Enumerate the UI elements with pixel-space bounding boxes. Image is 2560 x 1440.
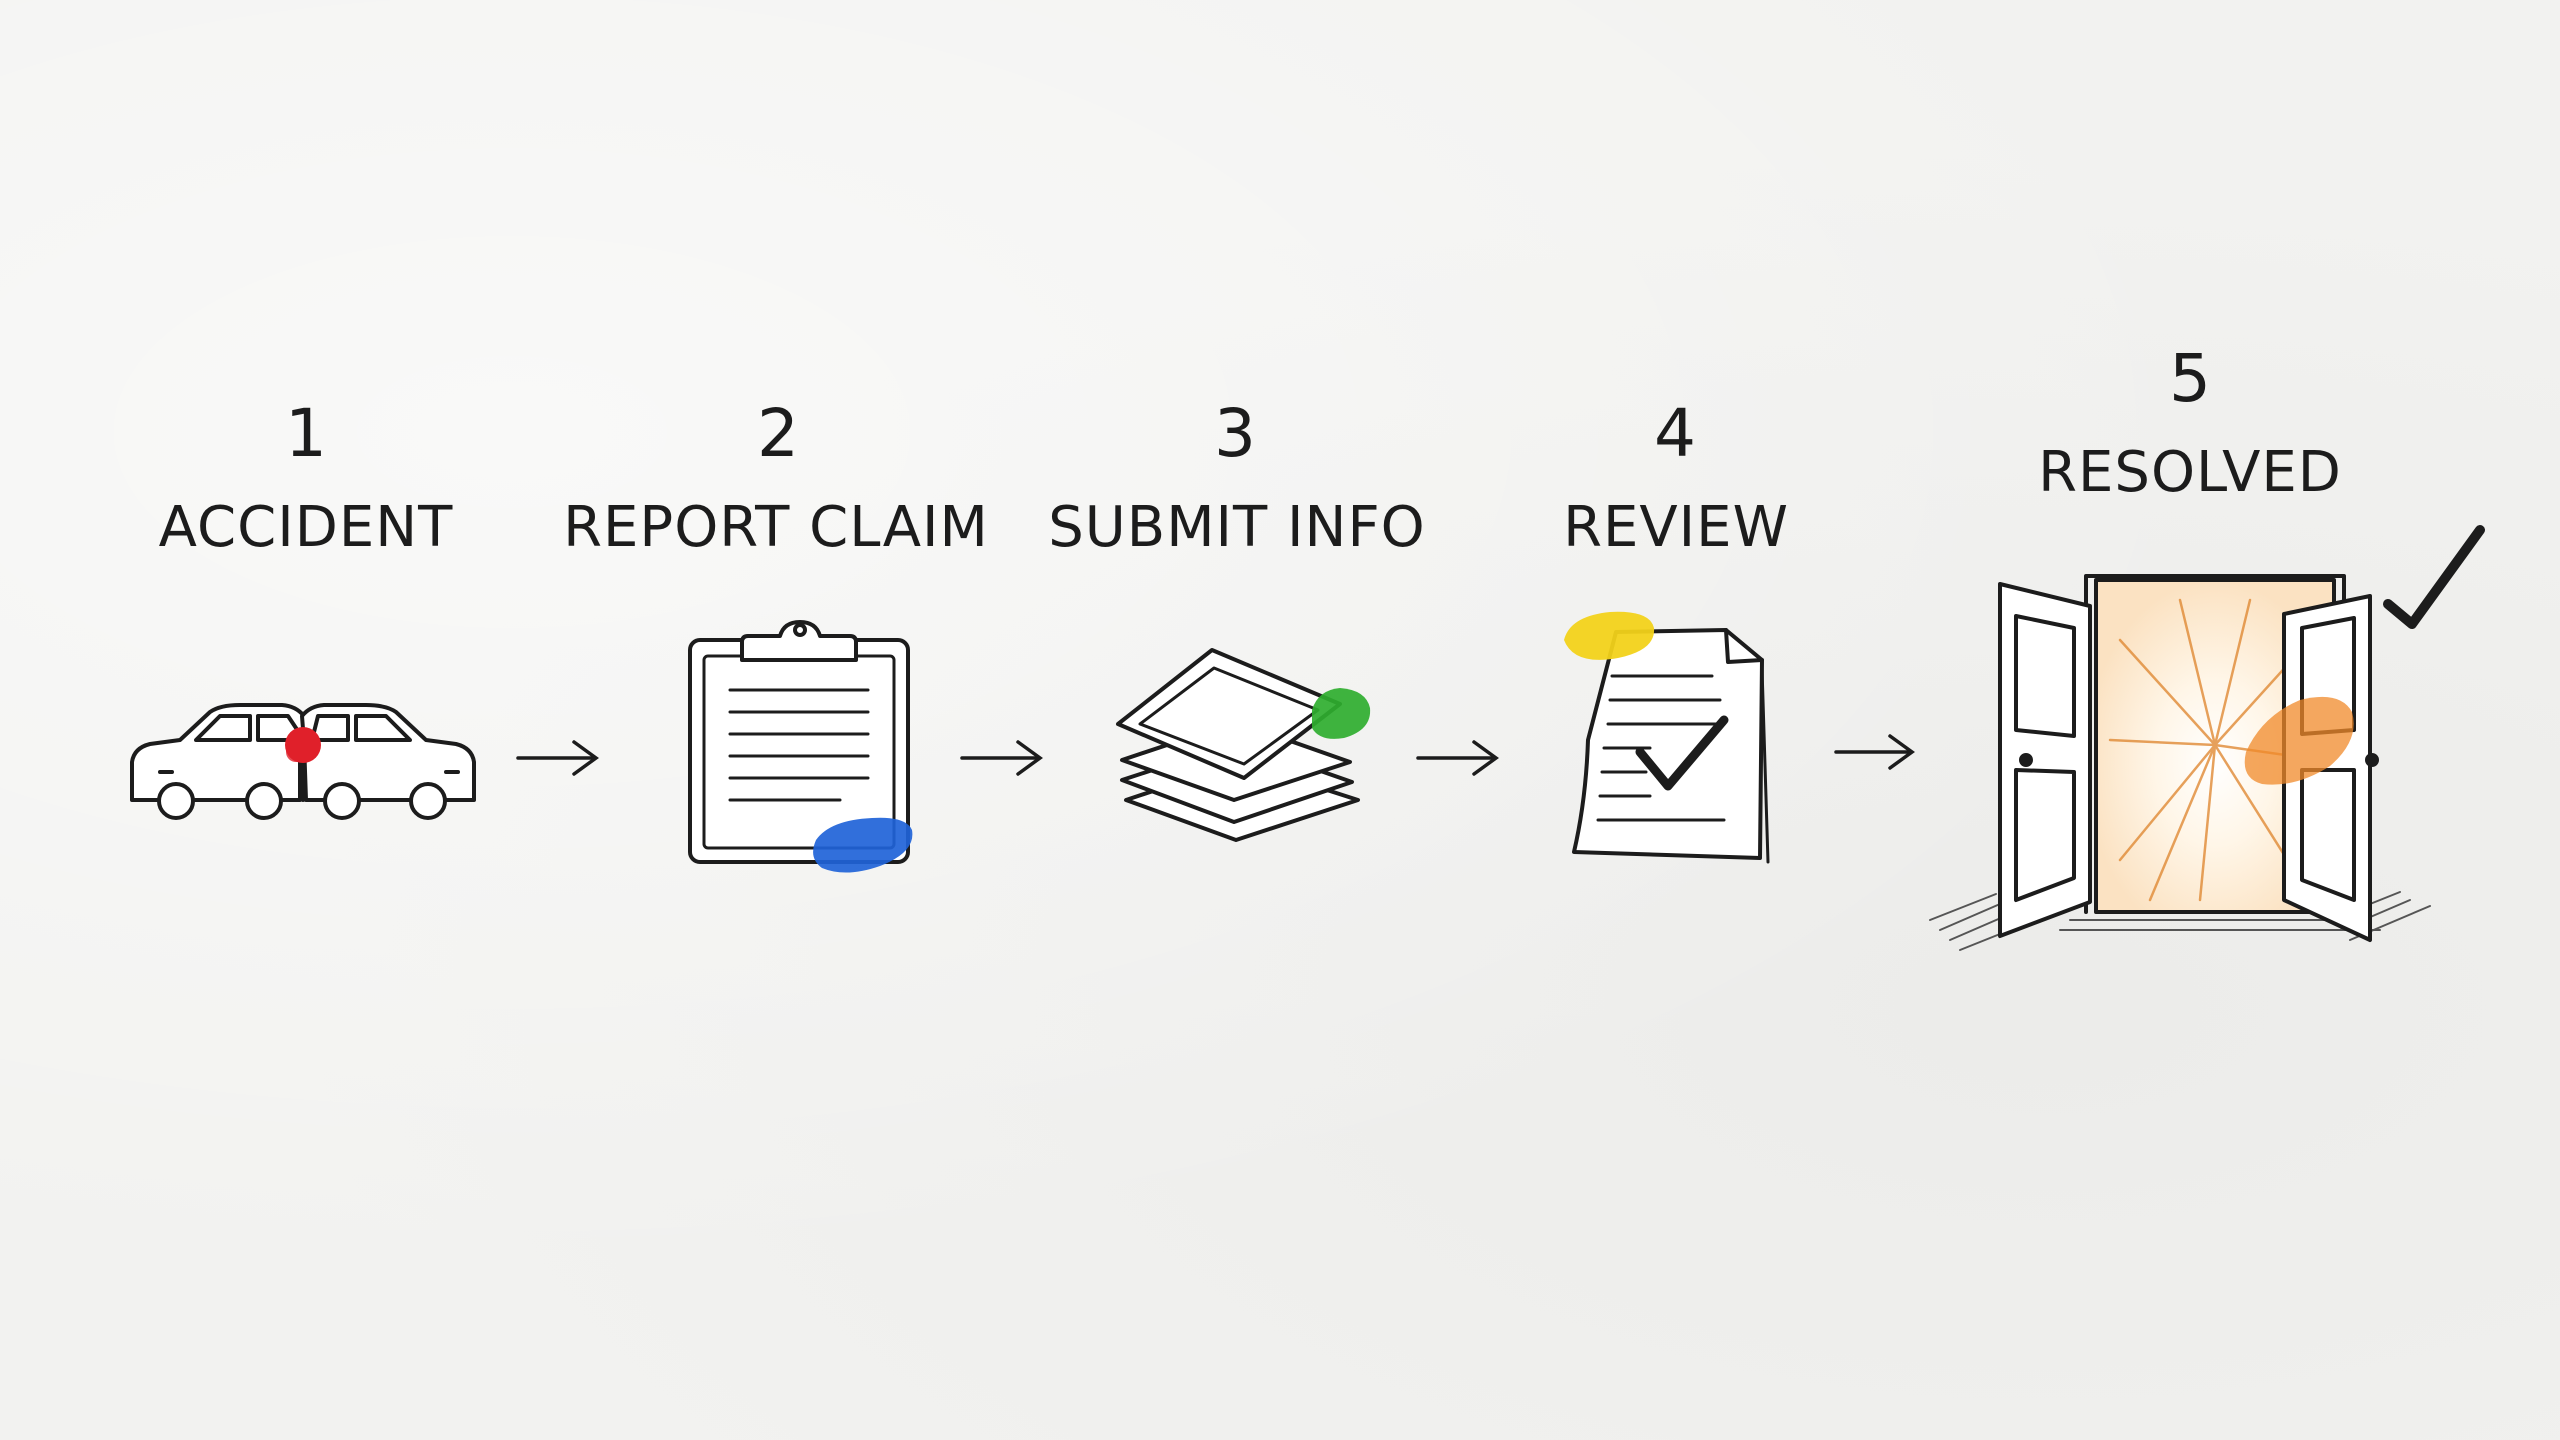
paper-stack-icon <box>1116 648 1371 842</box>
arrow-right-icon <box>516 740 599 776</box>
clipboard-icon <box>688 620 913 873</box>
arrow-right-icon <box>1834 734 1915 770</box>
step-5-label: RESOLVED <box>2038 440 2342 505</box>
step-1-number: 1 <box>285 395 327 472</box>
step-3-number: 3 <box>1214 395 1256 472</box>
step-4-label: REVIEW <box>1563 495 1789 560</box>
step-4-number: 4 <box>1654 395 1696 472</box>
checked-document-icon <box>1564 611 1770 864</box>
step-2-label: REPORT CLAIM <box>563 495 989 560</box>
arrow-right-icon <box>960 740 1043 776</box>
step-1-label: ACCIDENT <box>158 495 454 560</box>
car-collision-icon <box>130 703 476 820</box>
arrow-right-icon <box>1416 740 1499 776</box>
step-3-label: SUBMIT INFO <box>1048 495 1426 560</box>
step-5-number: 5 <box>2169 340 2211 417</box>
step-2-number: 2 <box>757 395 799 472</box>
open-door-icon <box>1929 525 2485 951</box>
